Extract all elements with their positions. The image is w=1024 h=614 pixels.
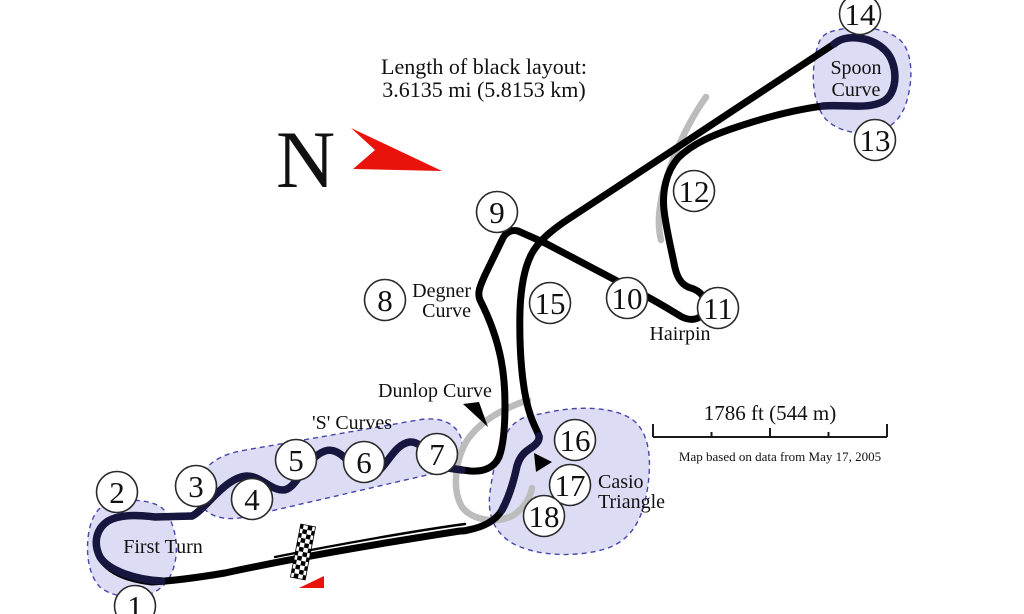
corner-marker-16: 16 (553, 418, 597, 462)
scale-caption: Map based on data from May 17, 2005 (679, 449, 881, 464)
spoon-curve-track (819, 34, 899, 110)
casio-triangle-track (498, 432, 543, 514)
first-turn-track (92, 511, 196, 585)
corner-marker-10: 10 (605, 276, 649, 320)
north-label: N (276, 114, 335, 205)
corner-marker-4: 4 (230, 477, 274, 521)
casio-pointer-icon (534, 453, 552, 472)
map-title-line2: 3.6135 mi (5.8153 km) (382, 77, 586, 102)
s-curves-track (188, 438, 466, 520)
svg-text:8: 8 (377, 283, 393, 318)
label-degner-curve-line1: Degner (412, 280, 471, 302)
map-title-line1: Length of black layout: (381, 54, 587, 79)
corner-marker-8: 8 (363, 278, 407, 322)
corner-marker-18: 18 (522, 494, 566, 538)
corner-marker-15: 15 (528, 281, 572, 325)
corner-marker-9: 9 (475, 190, 519, 234)
svg-text:18: 18 (529, 499, 560, 534)
north-arrow-icon (351, 128, 442, 171)
label-casio-triangle-line1: Casio (598, 471, 644, 493)
scale-label: 1786 ft (544 m) (704, 401, 836, 425)
svg-text:1: 1 (127, 589, 143, 614)
label-degner-curve-line2: Curve (422, 300, 471, 322)
start-finish-line (290, 523, 316, 581)
svg-text:7: 7 (429, 437, 445, 472)
label-dunlop-curve: Dunlop Curve (378, 380, 492, 402)
label-spoon-curve-line1: Spoon (830, 57, 881, 79)
dunlop-pointer-icon (463, 402, 488, 427)
svg-text:13: 13 (860, 123, 891, 158)
svg-text:12: 12 (679, 174, 710, 209)
corner-marker-17: 17 (548, 463, 592, 507)
label-first-turn: First Turn (123, 536, 203, 558)
svg-text:2: 2 (109, 475, 125, 510)
corner-marker-7: 7 (415, 432, 459, 476)
svg-text:9: 9 (489, 195, 505, 230)
direction-arrow-icon (299, 576, 324, 588)
corner-marker-2: 2 (95, 470, 139, 514)
svg-text:11: 11 (703, 291, 733, 326)
corner-marker-1: 1 (113, 584, 157, 614)
svg-text:16: 16 (560, 423, 591, 458)
corner-marker-3: 3 (174, 464, 218, 508)
corner-marker-5: 5 (274, 438, 318, 482)
label-spoon-curve-line2: Curve (832, 79, 881, 101)
svg-text:15: 15 (535, 286, 566, 321)
corner-marker-12: 12 (672, 169, 716, 213)
svg-text:17: 17 (555, 468, 586, 503)
corner-marker-6: 6 (342, 440, 386, 484)
svg-text:10: 10 (612, 281, 643, 316)
scale-bar: 1786 ft (544 m) Map based on data from M… (652, 401, 888, 464)
label-s-curves: 'S' Curves (312, 412, 392, 434)
label-hairpin: Hairpin (649, 323, 710, 345)
svg-text:5: 5 (288, 443, 304, 478)
svg-text:6: 6 (356, 445, 372, 480)
svg-text:4: 4 (244, 482, 260, 517)
alternate-layout-casio (452, 396, 536, 524)
corner-marker-13: 13 (853, 118, 897, 162)
corner-marker-14: 14 (838, 0, 882, 36)
corner-marker-11: 11 (696, 286, 740, 330)
svg-text:3: 3 (188, 469, 204, 504)
label-casio-triangle-line2: Triangle (598, 491, 665, 513)
svg-text:14: 14 (845, 0, 877, 32)
